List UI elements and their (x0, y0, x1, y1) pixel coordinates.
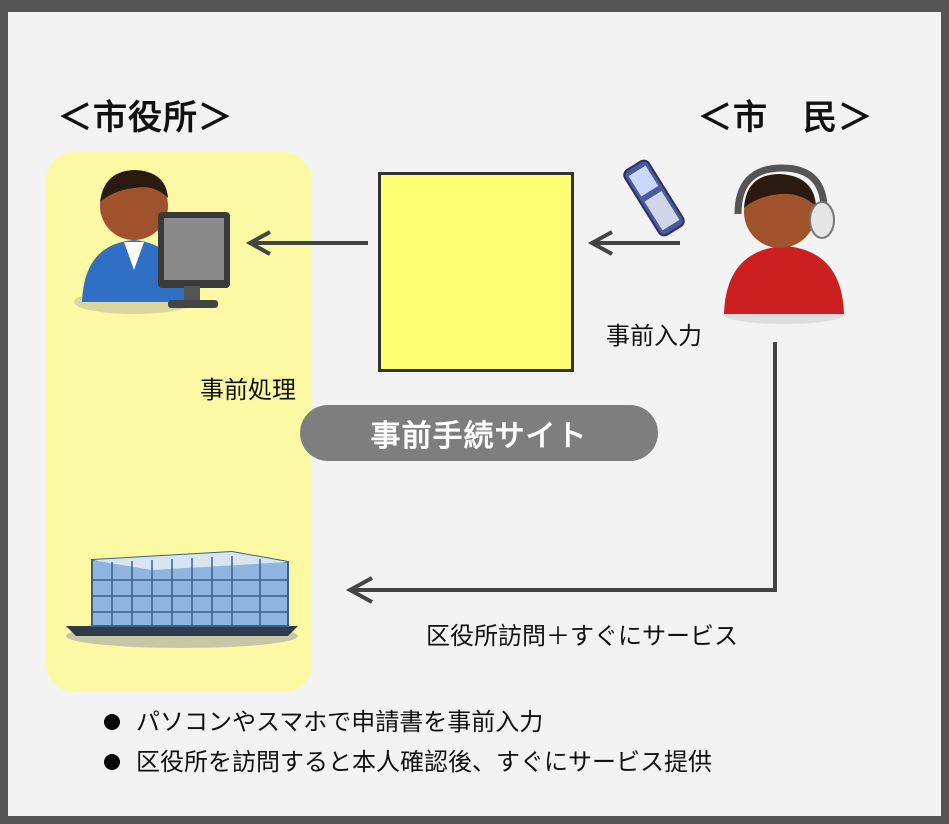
bullet-text: パソコンやスマホで申請書を事前入力 (136, 708, 544, 736)
bullet-text: 区役所を訪問すると本人確認後、すぐにサービス提供 (136, 748, 712, 776)
bullet-list: パソコンやスマホで申請書を事前入力 区役所を訪問すると本人確認後、すぐにサービス… (104, 702, 712, 782)
pre-processing-label: 事前処理 (200, 376, 296, 404)
city-hall-heading: ＜市役所＞ (58, 98, 233, 138)
person-headset-icon (722, 164, 846, 324)
mobile-phone-icon (623, 159, 685, 237)
office-building-icon (66, 550, 298, 648)
pre-procedure-site-label: 事前手続サイト (300, 405, 658, 461)
arrow-to-site (587, 230, 680, 256)
citizen-heading: ＜市 民＞ (698, 98, 873, 138)
bullet-item: 区役所を訪問すると本人確認後、すぐにサービス提供 (104, 742, 712, 782)
pre-input-label: 事前入力 (606, 322, 702, 350)
office-worker-computer-icon (74, 170, 230, 314)
bullet-dot-icon (104, 714, 120, 730)
bullet-item: パソコンやスマホで申請書を事前入力 (104, 702, 712, 742)
visit-service-label: 区役所訪問＋すぐにサービス (426, 622, 738, 650)
pre-procedure-site-document (378, 172, 574, 372)
arrow-to-ward-office (345, 342, 777, 604)
arrow-to-city-hall (245, 230, 368, 256)
bullet-dot-icon (104, 754, 120, 770)
